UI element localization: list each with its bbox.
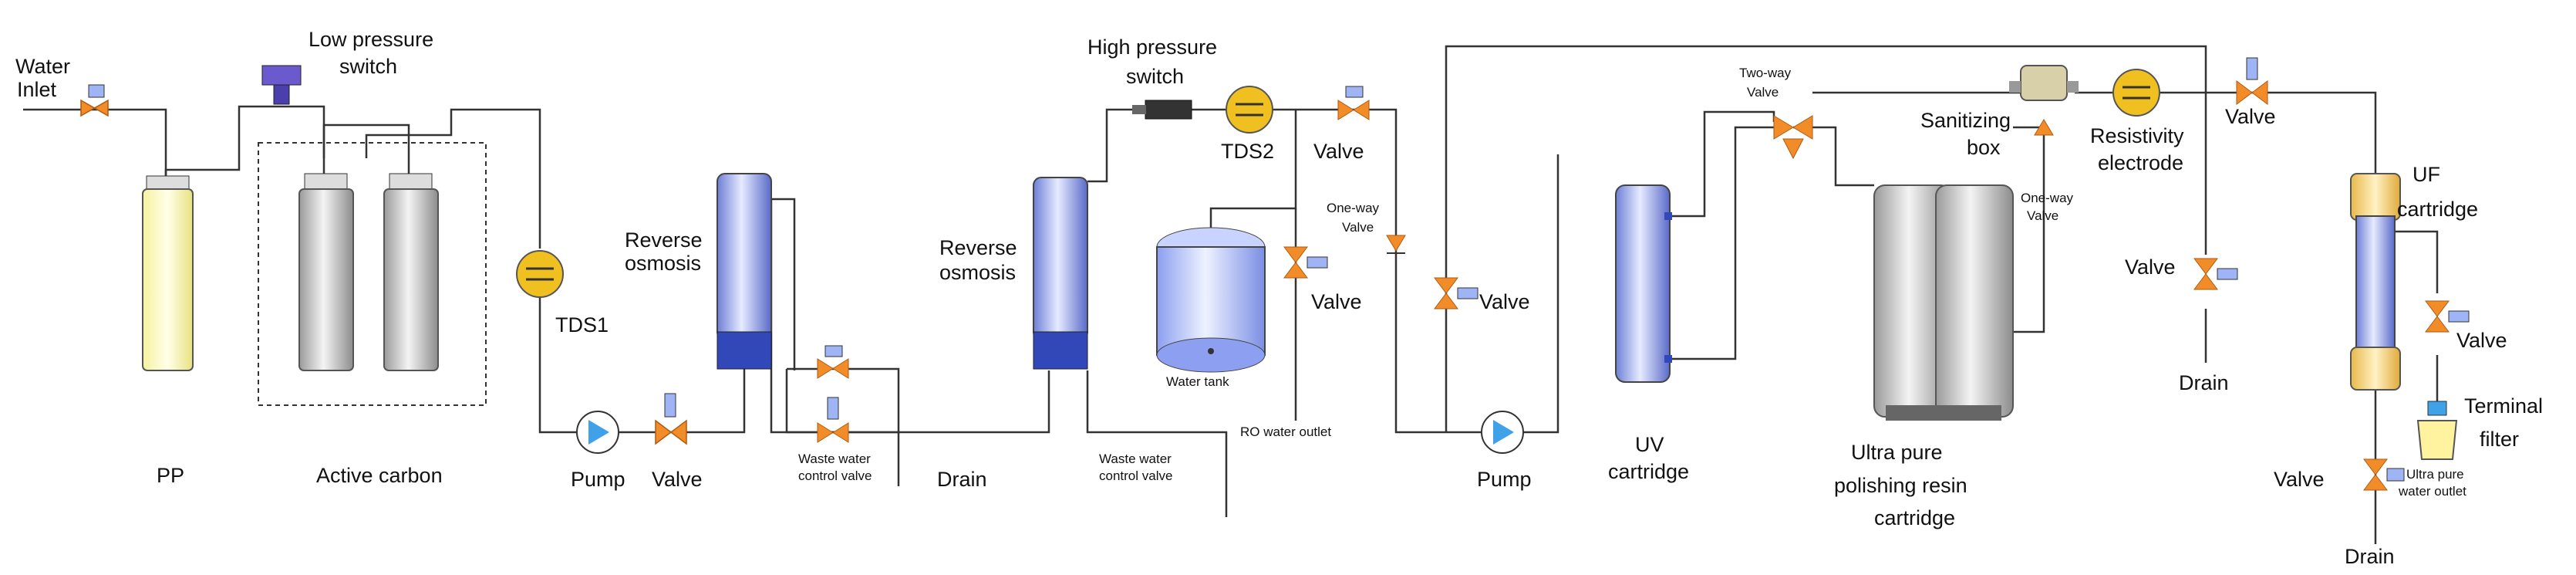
- label-valve-uf: Valve: [2456, 329, 2507, 352]
- label-ro1-2: osmosis: [625, 252, 701, 275]
- label-waste2-2: control valve: [1099, 468, 1172, 483]
- label-valve-mid: Valve: [1479, 290, 1530, 313]
- label-resistivity-1: Resistivity: [2090, 124, 2184, 147]
- pp-cartridge: [142, 175, 194, 371]
- label-terminal-2: filter: [2480, 428, 2519, 451]
- pump-1[interactable]: [576, 411, 619, 454]
- pump-2[interactable]: [1481, 411, 1524, 454]
- label-tds2: TDS2: [1221, 140, 1274, 163]
- two-way-valve[interactable]: [1773, 115, 1813, 160]
- label-twoway-2: Valve: [1747, 85, 1779, 100]
- label-resistivity-2: electrode: [2098, 151, 2183, 174]
- label-ro1-1: Reverse: [625, 228, 703, 252]
- label-ro2-1: Reverse: [939, 236, 1017, 259]
- low-pressure-switch: [261, 65, 302, 105]
- valve-drain[interactable]: [2193, 258, 2238, 290]
- label-valve-bottom: Valve: [2274, 468, 2325, 491]
- label-outlet-1: Ultra pure: [2406, 467, 2464, 482]
- label-waste2-1: Waste water: [1099, 452, 1172, 466]
- label-terminal-1: Terminal: [2464, 394, 2543, 418]
- label-drain1: Drain: [937, 468, 987, 491]
- reverse-osmosis-1: [716, 173, 772, 370]
- label-drain3: Drain: [2345, 545, 2395, 568]
- label-low-pressure-2: switch: [339, 55, 397, 78]
- tds2-sensor: [1226, 86, 1273, 134]
- label-resin-2: polishing resin: [1834, 474, 1967, 497]
- labels: Water Inlet Low pressure switch PP Activ…: [15, 28, 2543, 568]
- waste-valve-1b[interactable]: [817, 397, 849, 443]
- valve-bottom[interactable]: [2363, 458, 2405, 491]
- label-drain2: Drain: [2179, 371, 2229, 394]
- terminal-filter: [2416, 401, 2458, 460]
- label-valve1: Valve: [652, 468, 703, 491]
- label-pump2: Pump: [1477, 468, 1532, 491]
- valve-tank[interactable]: [1283, 246, 1328, 279]
- uv-cartridge: [1615, 184, 1672, 383]
- reverse-osmosis-2: [1033, 177, 1088, 370]
- one-way-valve-2: [2034, 119, 2054, 136]
- label-ro-outlet: RO water outlet: [1240, 424, 1331, 439]
- label-waste1-1: Waste water: [798, 452, 871, 466]
- valve-uf[interactable]: [2425, 300, 2470, 333]
- label-uv-1: UV: [1635, 433, 1664, 456]
- label-pp: PP: [157, 464, 184, 487]
- label-oneway1-1: One-way: [1327, 201, 1380, 215]
- label-valve-drain: Valve: [2125, 255, 2176, 279]
- label-low-pressure-1: Low pressure: [309, 28, 433, 51]
- label-water-inlet-1: Water: [15, 55, 70, 78]
- polishing-resin-cartridge: [1873, 184, 2014, 421]
- label-resin-3: cartridge: [1874, 506, 1955, 529]
- tds1-sensor: [516, 250, 564, 298]
- label-valve-topright: Valve: [2225, 105, 2276, 128]
- label-outlet-2: water outlet: [2398, 484, 2466, 499]
- valve-1[interactable]: [655, 393, 687, 445]
- active-carbon-frame: [258, 142, 487, 406]
- label-active-carbon: Active carbon: [316, 464, 443, 487]
- label-uv-2: cartridge: [1608, 460, 1689, 483]
- label-twoway-1: Two-way: [1739, 66, 1792, 80]
- carbon-cartridge-2: [383, 173, 439, 371]
- label-waste1-2: control valve: [798, 468, 872, 483]
- label-uf-1: UF: [2412, 163, 2440, 186]
- resistivity-electrode: [2112, 69, 2160, 117]
- label-sanitizing-1: Sanitizing: [1920, 109, 2011, 132]
- valve-topright[interactable]: [2236, 57, 2268, 105]
- label-ro2-2: osmosis: [939, 261, 1016, 284]
- label-high-pressure-2: switch: [1126, 65, 1184, 88]
- valve-mid[interactable]: [1434, 277, 1479, 309]
- label-oneway2-1: One-way: [2021, 191, 2074, 205]
- carbon-cartridge-1: [298, 173, 354, 371]
- label-high-pressure-1: High pressure: [1087, 36, 1217, 59]
- label-pump1: Pump: [571, 468, 625, 491]
- label-resin-1: Ultra pure: [1851, 441, 1943, 464]
- label-tds1: TDS1: [555, 313, 609, 337]
- sanitizing-box: [2009, 65, 2079, 101]
- label-uf-2: cartridge: [2397, 198, 2478, 221]
- waste-valve-1a[interactable]: [817, 345, 849, 379]
- label-water-inlet-2: Inlet: [17, 78, 57, 101]
- label-valve-top: Valve: [1313, 140, 1364, 163]
- label-oneway2-2: Valve: [2027, 208, 2058, 223]
- uf-cartridge: [2350, 173, 2401, 391]
- label-valve-tank: Valve: [1311, 290, 1362, 313]
- label-oneway1-2: Valve: [1342, 220, 1374, 235]
- one-way-valve-1: [1386, 235, 1406, 254]
- high-pressure-switch: [1132, 100, 1192, 120]
- water-tank: [1156, 227, 1266, 373]
- label-water-tank: Water tank: [1166, 374, 1229, 389]
- label-sanitizing-2: box: [1967, 136, 2001, 159]
- inlet-valve[interactable]: [80, 84, 109, 117]
- valve-top[interactable]: [1337, 86, 1370, 120]
